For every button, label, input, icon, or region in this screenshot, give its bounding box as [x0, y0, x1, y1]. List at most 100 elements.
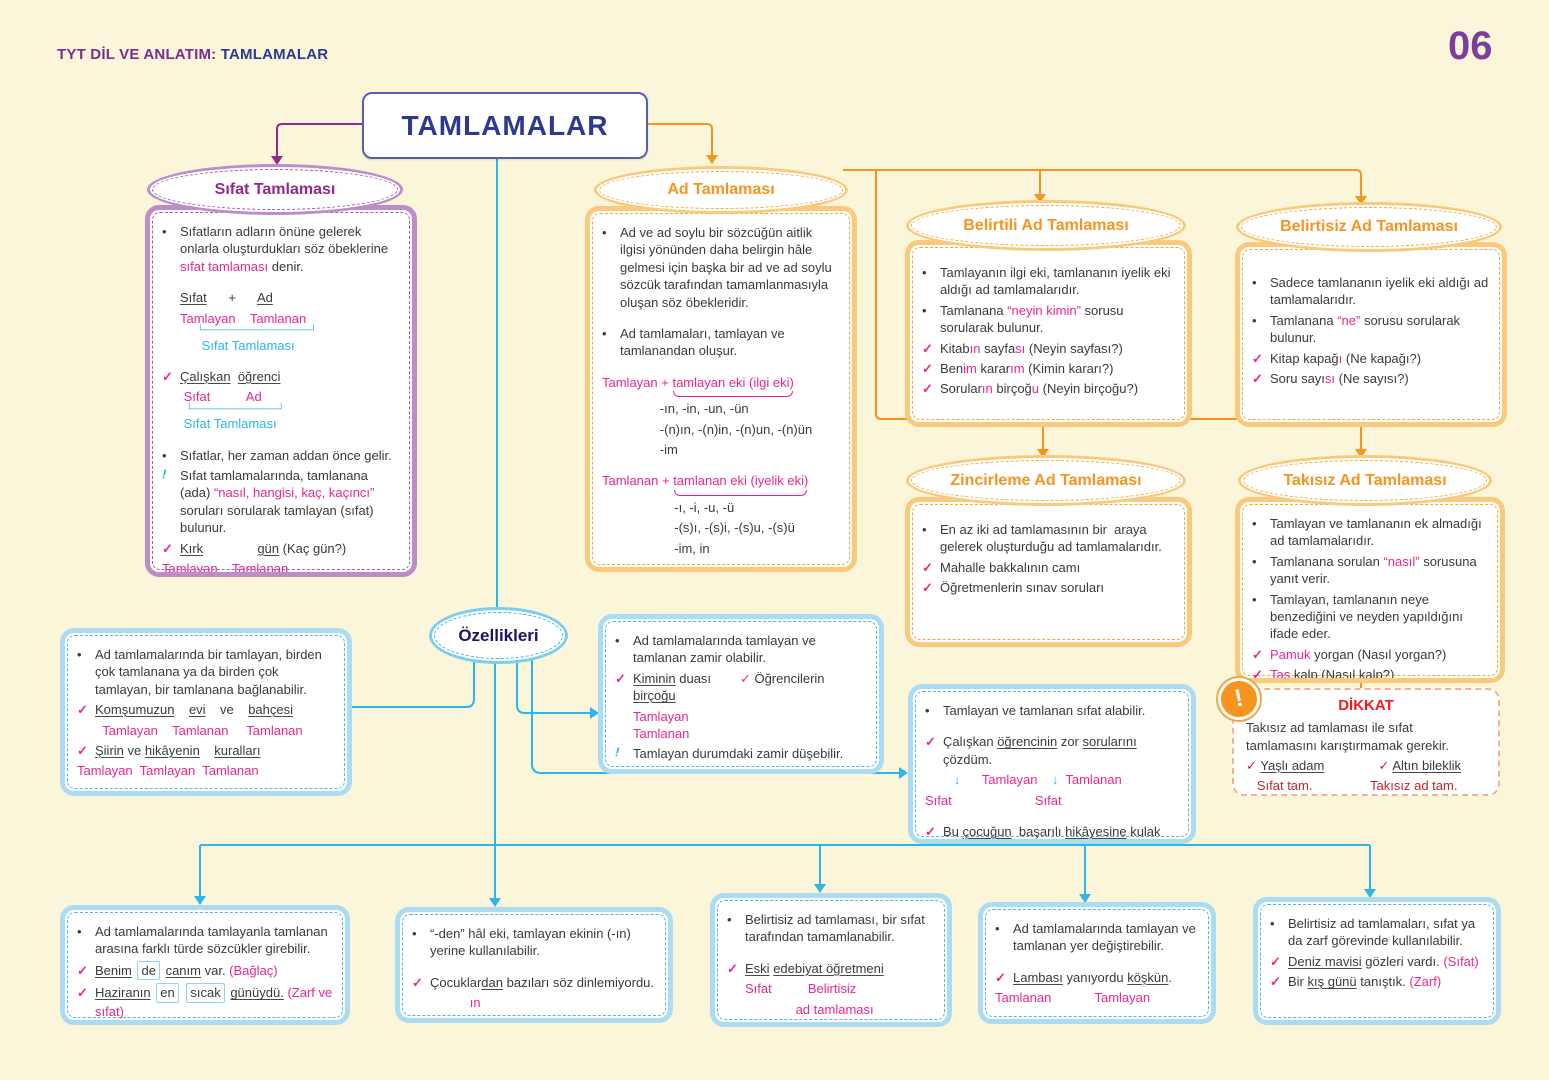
belirtisiz-ellipse: Belirtisiz Ad Tamlaması [1236, 202, 1502, 252]
arrow-b3 [814, 884, 826, 893]
arrow-belirtili [1034, 194, 1046, 203]
text-line: Sıfat Ad [183, 389, 262, 405]
spacer [602, 461, 840, 469]
purple-connectors [276, 123, 362, 156]
text-line: Tamlanan Tamlayan [995, 990, 1151, 1006]
text-line: •Sıfatların adların önüne gelerek onlarl… [162, 224, 392, 274]
text-line: ✓Benim kararım (Kimin kararı?) [922, 361, 1114, 377]
bullet-mark: • [602, 326, 607, 342]
text-line: ✓Mahalle bakkalının camı [922, 559, 1081, 575]
takisiz-content: •Tamlayan ve tamlananın ek almadığı ad t… [1240, 502, 1500, 678]
text-line: ✓Çalışkan öğrencinin zor sorularını çözd… [925, 734, 1141, 767]
text-line: ✓Kiminin duası ✓ Öğrencilerin birçoğu [615, 670, 829, 704]
text-line: ✓Haziranın en sıcak günüydü. (Zarf ve sı… [77, 983, 336, 1019]
check-mark: ✓ [77, 702, 88, 718]
check-mark: ✓ [922, 580, 933, 596]
bullet-mark: • [162, 224, 167, 239]
text-line: •Tamlanana “ne” sorusu sorularak bulunur… [1252, 312, 1464, 346]
sifat-tamlamasi-content: •Sıfatların adların önüne gelerek onlarl… [150, 210, 412, 572]
cyan-connectors [199, 155, 1371, 898]
check-mark: ✓ [922, 340, 933, 356]
text-line: Sıfat Belirtisiz [745, 981, 857, 997]
bullet-mark: • [615, 633, 620, 648]
bullet-mark: • [77, 924, 82, 939]
ad-tamlamasi-box: •Ad ve ad soylu bir sözcüğün aitlik ilgi… [585, 206, 857, 572]
dikkat-content: Takısız ad tamlaması ile sıfat tamlaması… [1246, 719, 1486, 794]
text-line: ✓Deniz mavisi gözleri vardı. (Sıfat) [1270, 953, 1479, 969]
arrow-oz-sifat [899, 767, 908, 779]
not-farkli-sozcukler-box: •Ad tamlamalarında tamlayanla tamlanan a… [60, 905, 350, 1025]
ozellik-coklu-baglanma-box: •Ad tamlamalarında bir tamlayan, birden … [60, 628, 352, 796]
check-mark: ✓ [615, 766, 633, 769]
bullet-mark: • [922, 302, 927, 318]
not-den-hal-eki-content: •“-den” hâl eki, tamlayan ekinin (-ın) y… [400, 912, 668, 1018]
text-line: •Ad tamlamalarında tamlayanla tamlanan a… [77, 924, 332, 957]
bullet-mark: • [1270, 916, 1275, 931]
exclamation-mark: ! [613, 744, 622, 761]
arrow-b5 [1364, 889, 1376, 898]
zincirleme-title: Zincirleme Ad Tamlaması [950, 471, 1142, 489]
text-line: •Sadece tamlananın iyelik eki aldığı ad … [1252, 275, 1492, 308]
text-line: ✓Bu çocuğun başarılı hikâyesine kulak ve… [925, 824, 1161, 839]
bullet-mark: • [925, 703, 930, 718]
text-line: •Ad tamlamalarında bir tamlayan, birden … [77, 647, 326, 697]
text-line: •Ad ve ad soylu bir sözcüğün aitlik ilgi… [602, 225, 836, 310]
check-mark: ✓ [162, 540, 173, 556]
ozellik-coklu-baglanma-content: •Ad tamlamalarında bir tamlayan, birden … [65, 633, 347, 791]
connector-oz-to-zamir [516, 653, 590, 714]
text-line: -ı, -i, -u, -ü [602, 499, 735, 515]
exclamation-mark: ! [160, 466, 169, 482]
belirtisiz-title: Belirtisiz Ad Tamlaması [1280, 218, 1458, 235]
bullet-mark: • [922, 265, 927, 280]
text-line: •“-den” hâl eki, tamlayan ekinin (-ın) y… [412, 926, 635, 959]
orange-connectors [646, 123, 1362, 688]
text-line: ✓Kırk gün (Kaç gün?) [162, 540, 347, 556]
text-line: Sıfat + Ad [180, 290, 273, 306]
spacer [162, 357, 400, 365]
bullet-mark: • [1252, 312, 1257, 328]
text-line: •Tamlanana sorulan “nasıl” sorusuna yanı… [1252, 553, 1481, 587]
belirtili-content: •Tamlayanın ilgi eki, tamlananın iyelik … [910, 245, 1187, 422]
check-mark: ✓ [727, 960, 738, 976]
spacer [925, 722, 1179, 730]
arrow-takisiz [1355, 449, 1367, 458]
text-line: •Belirtisiz ad tamlaması, bir sıfat tara… [727, 912, 929, 945]
check-mark: ✓ [162, 368, 173, 384]
ad-tamlamasi-content: •Ad ve ad soylu bir sözcüğün aitlik ilgi… [590, 211, 852, 567]
ad-tamlamasi-ellipse: Ad Tamlaması [594, 166, 848, 214]
connector-title-to-sifat [276, 123, 362, 156]
check-mark: ✓ [922, 361, 933, 377]
text-line: ✓ Yaşlı adam ✓ Altın bileklik [1246, 757, 1461, 773]
text-line: Takısız ad tamlaması ile sıfat tamlaması… [1246, 720, 1449, 753]
zincirleme-ellipse: Zincirleme Ad Tamlaması [906, 455, 1186, 506]
text-line: Sıfat Tamlaması [201, 337, 295, 353]
check-mark: ✓ [995, 969, 1006, 985]
text-line: ✓Benim de canım var. (Bağlaç) [77, 960, 333, 981]
text-line: Tamlayan Tamlanan [162, 561, 289, 572]
bullet-mark: • [77, 647, 82, 662]
text-line: ✓Kitap kapağı (Ne kapağı?) [1252, 350, 1422, 366]
belirtili-box: •Tamlayanın ilgi eki, tamlananın iyelik … [905, 240, 1192, 427]
not-sifatla-tamamlanma-content: •Belirtisiz ad tamlaması, bir sıfat tara… [715, 898, 947, 1022]
check-mark: ✓ [925, 734, 936, 750]
text-line: └───────────────┘ [180, 325, 318, 337]
text-line: Tamlayan Tamlayan Tamlanan [77, 763, 259, 779]
takisiz-title: Takısız Ad Tamlaması [1283, 471, 1447, 489]
bullet-mark: • [727, 912, 732, 927]
text-line: •Ad tamlamalarında tamlayan ve tamlanan … [615, 633, 820, 666]
connector-title-to-ad [646, 123, 713, 155]
text-line: Sıfat tam. Takısız ad tam. [1256, 778, 1458, 794]
not-sifatla-tamamlanma-box: •Belirtisiz ad tamlaması, bir sıfat tara… [710, 893, 952, 1027]
text-line: •Tamlayan ve tamlanan sıfat alabilir. [925, 703, 1146, 718]
text-line: └────────────┘ [180, 403, 285, 415]
check-mark: ✓ [1252, 667, 1263, 678]
text-line: ✓Lambası yanıyordu köşkün. [995, 969, 1173, 985]
zincirleme-box: •En az iki ad tamlamasının bir araya gel… [905, 497, 1192, 647]
takisiz-ellipse: Takısız Ad Tamlaması [1238, 455, 1492, 506]
not-farkli-sozcukler-content: •Ad tamlamalarında tamlayanla tamlanan a… [65, 910, 345, 1020]
text-line: ✓Çocuklardan bazıları söz dinlemiyordu. [412, 974, 655, 990]
text-line: ✓Eski edebiyat öğretmeni [727, 960, 884, 976]
header-course-label: TYT DİL VE ANLATIM: [57, 46, 217, 63]
sifat-tamlamasi-title: Sıfat Tamlaması [214, 180, 336, 198]
